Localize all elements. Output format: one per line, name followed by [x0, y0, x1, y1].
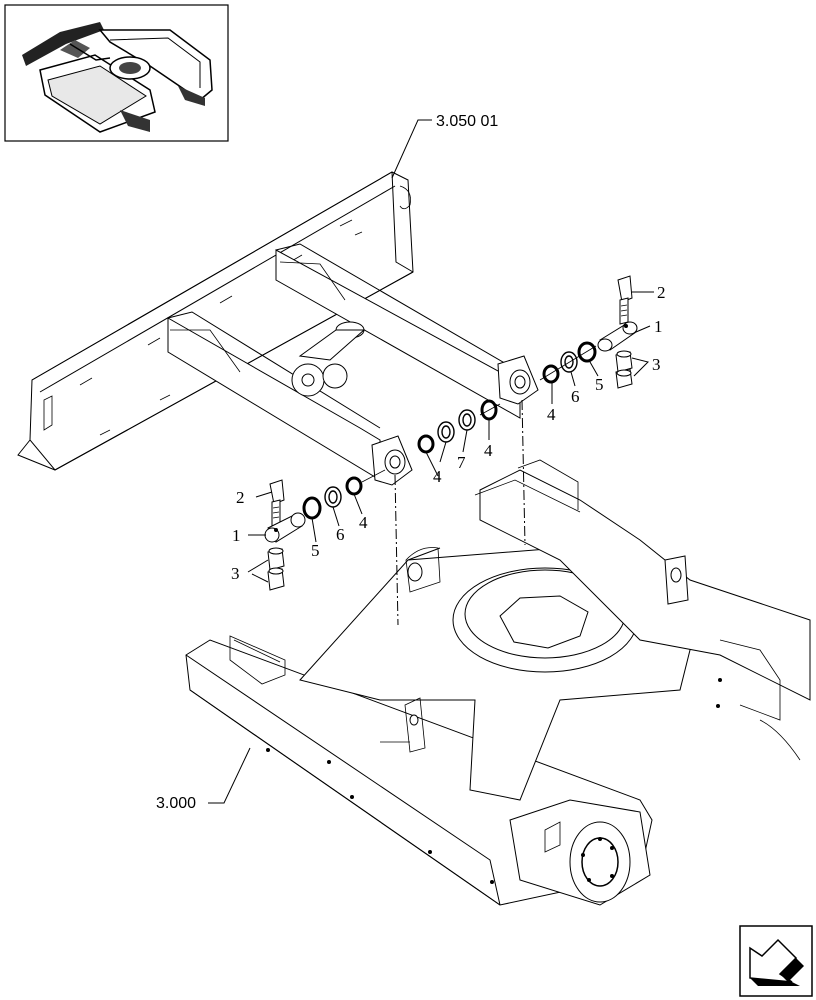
- excavator-undercarriage-thumbnail-icon: [22, 22, 213, 133]
- callout-left-washer-4: 4: [359, 513, 368, 532]
- callout-right-nuts: 3: [652, 355, 661, 374]
- callout-right-washer-4-center: 4: [433, 467, 442, 486]
- left-pin-group: [264, 469, 386, 591]
- right-pin-group: [417, 275, 638, 454]
- callout-right-pin: 1: [654, 317, 663, 336]
- callout-right-washer-4-outer: 4: [547, 405, 556, 424]
- callout-right-washer-5: 5: [595, 375, 604, 394]
- callout-left-nuts: 3: [231, 564, 240, 583]
- alignment-lines: [394, 399, 526, 626]
- callout-right-bolt: 2: [657, 283, 666, 302]
- reference-label-frame[interactable]: 3.000: [156, 795, 196, 812]
- thumbnail-box: [4, 4, 229, 142]
- callout-right-washer-4-inner: 4: [484, 441, 493, 460]
- callout-left-pin: 1: [232, 526, 241, 545]
- callout-left-washer-6: 6: [336, 525, 345, 544]
- callout-left-washer-5: 5: [311, 541, 320, 560]
- reference-label-blade[interactable]: 3.050 01: [436, 113, 498, 130]
- callout-right-washer-6: 6: [571, 387, 580, 406]
- dozer-blade-assembly: [17, 171, 539, 486]
- undercarriage-frame: [185, 459, 811, 906]
- leader-lines: [208, 119, 654, 804]
- callout-left-bolt: 2: [236, 488, 245, 507]
- next-page-arrow-icon[interactable]: [739, 925, 813, 997]
- callout-right-washer-7: 7: [457, 453, 466, 472]
